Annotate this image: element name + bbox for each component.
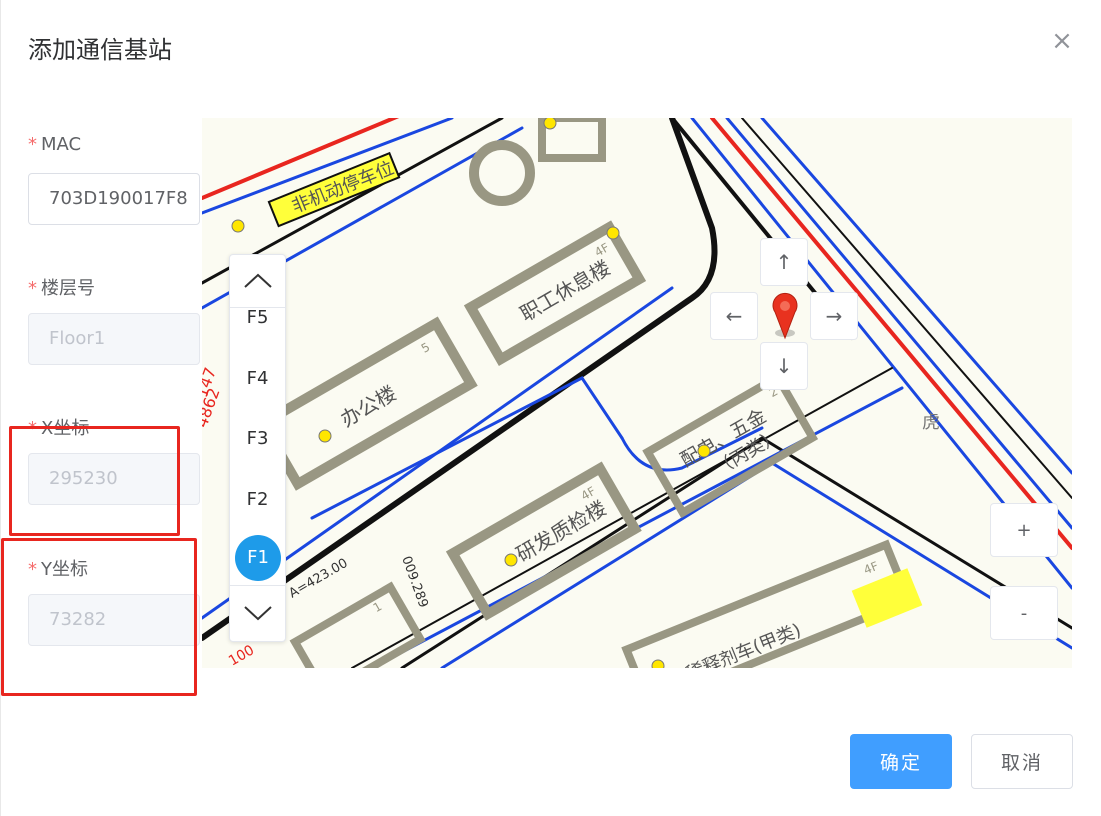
map-pin-icon [772, 292, 798, 340]
zoom-in-button[interactable]: + [990, 503, 1058, 557]
floor-item-f4[interactable]: F4 [246, 368, 269, 389]
y-coord-input: 73282 [28, 594, 200, 646]
y-coord-label-text: Y坐标 [41, 559, 88, 580]
floor-item-f2[interactable]: F2 [246, 489, 269, 510]
required-mark: * [28, 134, 37, 155]
floor-plan-drawing: 非机动停车位 职工休息楼 4F 办公楼 5 研发质检楼 4F [202, 118, 1072, 668]
floor-item-f5[interactable]: F5 [246, 307, 269, 328]
pan-right-button[interactable]: → [810, 292, 858, 340]
cancel-button[interactable]: 取消 [971, 734, 1073, 789]
floor-item-f3[interactable]: F3 [246, 428, 269, 449]
floor-input: Floor1 [28, 313, 200, 365]
mac-label: *MAC [28, 134, 81, 155]
floor-up-button[interactable] [230, 255, 285, 307]
mac-label-text: MAC [41, 134, 82, 155]
zoom-out-button[interactable]: - [990, 586, 1058, 640]
required-mark: * [28, 278, 37, 299]
confirm-button[interactable]: 确定 [850, 734, 952, 789]
y-coord-highlight-box [1, 538, 197, 696]
chevron-down-icon [243, 606, 272, 621]
dialog-title: 添加通信基站 [28, 36, 172, 64]
floor-down-button[interactable] [230, 587, 285, 639]
required-mark: * [28, 559, 37, 580]
y-coord-label: *Y坐标 [28, 555, 88, 581]
floor-label: *楼层号 [28, 274, 95, 300]
floor-item-f1-active[interactable]: F1 [235, 535, 281, 581]
map-misc-text: 虎 [922, 412, 940, 433]
floor-plan-map[interactable]: 非机动停车位 职工休息楼 4F 办公楼 5 研发质检楼 4F [202, 118, 1072, 668]
x-coord-input: 295230 [28, 453, 200, 505]
floor-mark-text: 4F [578, 484, 598, 503]
pan-up-button[interactable]: ↑ [760, 238, 808, 286]
floor-mark-text: 4F [862, 559, 881, 577]
chevron-up-icon [243, 273, 272, 288]
close-icon[interactable]: × [1051, 26, 1073, 56]
x-coord-highlight-box [9, 426, 180, 536]
floor-label-text: 楼层号 [41, 278, 95, 299]
mac-input[interactable]: 703D190017F8 [28, 173, 200, 225]
floor-mark-text: 4F [592, 240, 612, 259]
pan-left-button[interactable]: ← [710, 292, 758, 340]
floor-selector: F5 F4 F3 F2 F1 [229, 254, 286, 642]
pan-down-button[interactable]: ↓ [760, 342, 808, 390]
